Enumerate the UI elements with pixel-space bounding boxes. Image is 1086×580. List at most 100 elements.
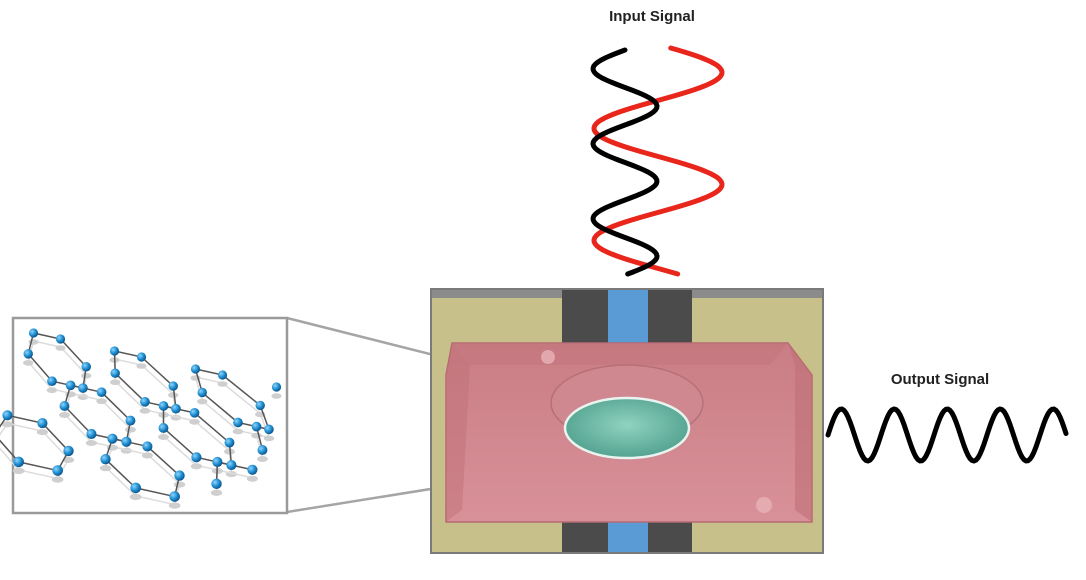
lattice-atoms [2, 328, 282, 502]
channel-bottom [608, 520, 648, 552]
lattice-atom-shadow [189, 418, 200, 425]
lattice-bond-shadow [217, 469, 253, 479]
lattice-bond [41, 422, 70, 452]
input-signal-helix [590, 45, 725, 277]
lattice-bond [135, 487, 175, 498]
lattice-atom-shadow [158, 433, 169, 440]
lattice-atom-shadow [190, 463, 202, 470]
lattice-bond-shadow [63, 413, 92, 443]
lattice-atom-shadow [141, 452, 153, 459]
lattice-atom [100, 453, 111, 465]
lattice-bond-shadow [114, 380, 146, 411]
lattice-bond-shadow [194, 420, 230, 452]
lattice-bond [18, 461, 58, 472]
lattice-atom-shadow [217, 381, 228, 387]
lattice-inset [0, 316, 289, 515]
lattice-atom [217, 370, 228, 380]
lattice-atom-shadow [129, 493, 142, 501]
lattice-atom [86, 428, 97, 440]
output-signal-label: Output Signal [891, 371, 989, 388]
lattice-bond [114, 350, 142, 358]
lattice-atom [107, 433, 118, 444]
lattice-atom [169, 491, 180, 502]
lattice-atom [197, 387, 207, 398]
lattice-bond-shadow [105, 466, 137, 497]
lattice-atom-shadow [59, 412, 70, 418]
lattice-atom [78, 383, 88, 393]
lattice-bond-shadow [59, 346, 87, 376]
lattice-atom [59, 401, 70, 411]
lattice-bond [33, 332, 61, 340]
lattice-atom [224, 437, 235, 448]
lattice-atom [257, 445, 268, 455]
lattice-bond [195, 368, 223, 376]
lattice-atom-shadow [224, 448, 235, 455]
lattice-atom [55, 334, 66, 344]
device-image [430, 288, 824, 554]
lattice-atom [28, 328, 39, 338]
lattice-atom-shadow [210, 489, 223, 496]
lattice-bond [222, 374, 261, 406]
lattice-atom [47, 376, 57, 386]
lattice-atom [191, 452, 202, 463]
lattice-bond [194, 412, 230, 444]
lattice-atom-shadow [257, 455, 268, 462]
lattice-atom-shadow [85, 439, 97, 447]
lattice-atom-shadow [168, 392, 179, 398]
lattice-atom-shadow [12, 467, 25, 475]
lattice-atom-shadow [62, 456, 75, 464]
lattice-atom-shadow [232, 428, 244, 435]
lattice-atom [125, 415, 136, 426]
lattice-bond-shadow [135, 495, 175, 506]
lattice-atom [13, 456, 24, 468]
lattice-bond [114, 372, 146, 403]
lattice-atom [63, 445, 74, 457]
lattice-atom [212, 456, 223, 468]
lattice-bond-shadow [101, 399, 132, 430]
lattice-atom [23, 349, 33, 359]
lattice-atom [121, 436, 132, 447]
lattice-atom-shadow [28, 339, 39, 345]
lattice-bond-shadow [201, 399, 239, 432]
lattice-atom [142, 441, 153, 452]
lattice-atom [171, 403, 181, 414]
lattice-atom-shadow [136, 363, 147, 369]
lattice-atom [264, 424, 274, 435]
lattice-atom [190, 364, 201, 374]
lattice-bond-shadow [27, 361, 53, 390]
lattice-atom [140, 396, 150, 407]
lattice-atom [168, 381, 178, 391]
lattice-bond [7, 414, 43, 424]
lattice-atom [136, 352, 147, 362]
membrane [563, 396, 691, 460]
lattice-atom-shadow [99, 465, 112, 472]
lattice-atom [271, 382, 282, 392]
lattice-bond [140, 356, 174, 387]
lattice-bond [162, 427, 197, 458]
lattice-atom [226, 460, 237, 471]
lattice-bond-shadow [140, 364, 174, 395]
lattice-atom-shadow [51, 476, 64, 483]
lattice-bond-shadow [162, 435, 197, 466]
lattice-bond [27, 353, 53, 382]
lattice-atom [52, 465, 63, 476]
lattice-atom [189, 408, 200, 418]
lattice-bond [201, 391, 239, 424]
lattice-atom [96, 387, 107, 398]
lattice-atom [130, 482, 141, 494]
input-wave-red [591, 45, 725, 277]
lattice-atom [109, 346, 120, 356]
lattice-atom [174, 470, 185, 481]
lattice-atom-shadow [125, 426, 136, 433]
lattice-atom [233, 417, 243, 428]
lattice-atom-shadow [251, 432, 262, 439]
input-signal-label: Input Signal [609, 8, 695, 25]
output-wave [825, 406, 1069, 464]
lattice-atom-shadow [110, 379, 121, 386]
lattice-atom [110, 368, 120, 378]
lattice-bond [105, 458, 137, 489]
lattice-atom-shadow [197, 398, 208, 405]
lattice-atom-shadow [173, 481, 186, 488]
lattice-atom-shadow [81, 372, 92, 379]
